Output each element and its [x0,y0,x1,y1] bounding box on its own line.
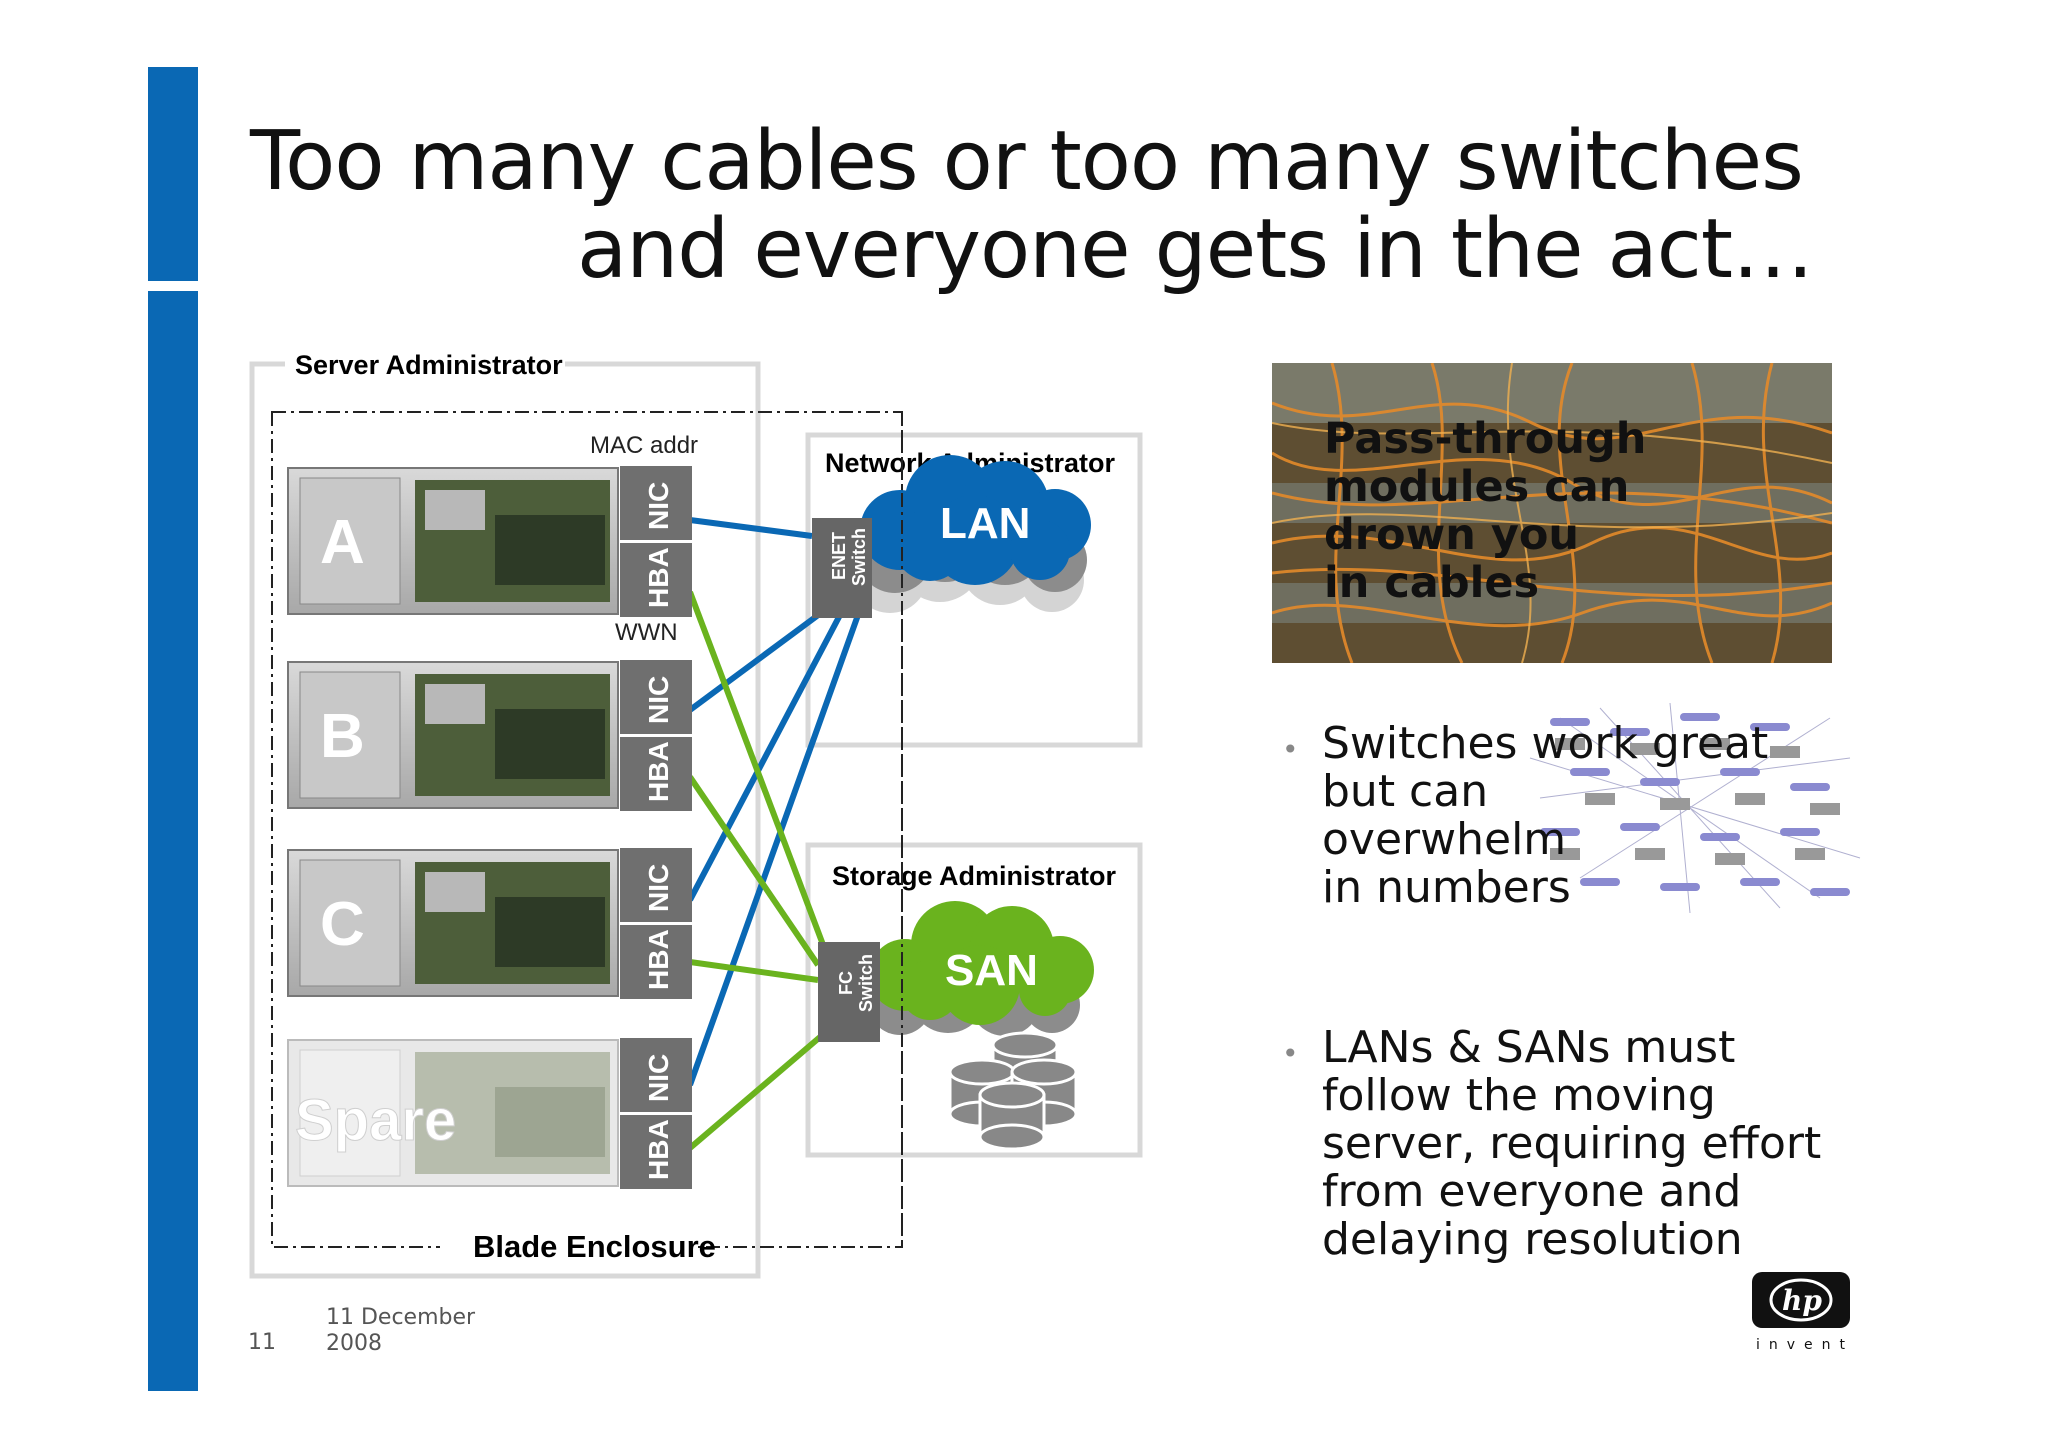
hba-label-b: HBA [643,741,674,802]
nic-label-c: NIC [643,864,674,912]
bullet-1-line-4: in numbers [1322,862,1571,913]
photo-caption-line-3: drown you [1324,510,1580,560]
bullet-2-line-3: server, requiring effort [1322,1118,1822,1169]
storage-admin-box [805,842,1143,1158]
page-number: 11 [248,1330,276,1355]
hp-logo: hp [1752,1272,1850,1328]
photo-caption-line-2: modules can [1324,462,1630,512]
hba-label-c: HBA [643,929,674,990]
hp-logo-mark: hp [1769,1278,1833,1322]
fc-switch-label-2: Switch [856,954,876,1012]
cable-photo: Pass-through modules can drown you in ca… [1272,363,1832,663]
server-blade-spare: Spare NIC HBA [287,1038,692,1189]
mac-addr-label: MAC addr [590,432,698,459]
accent-bar-top [148,67,198,281]
server-label-b: B [320,702,365,771]
hp-tagline: invent [1756,1337,1855,1353]
title-line-2: and everyone gets in the act… [577,202,1814,297]
accent-bar-bottom [148,291,198,1391]
nic-label-a: NIC [643,482,674,530]
blade-enclosure-label: Blade Enclosure [473,1229,716,1264]
bullet-1-line-3: overwhelm [1322,814,1567,865]
bullet-2-line-1: LANs & SANs must [1322,1022,1736,1073]
bullet-1-line-2: but can [1322,766,1489,817]
fc-switch: FC Switch [818,942,880,1042]
server-label-a: A [320,508,365,577]
san-cloud: SAN [868,901,1094,1036]
server-label-c: C [320,890,365,959]
lan-cloud: LAN [852,455,1091,613]
title-line-1: Too many cables or too many switches [250,114,1804,209]
photo-caption: Pass-through modules can drown you in ca… [1324,415,1646,607]
hp-logo-text: hp [1782,1284,1822,1317]
server-admin-label: Server Administrator [295,350,563,380]
nic-label-spare: NIC [643,1054,674,1102]
footer-date: 11 December 2008 [326,1305,475,1357]
server-blade-c: C NIC HBA [287,848,692,999]
san-label: SAN [945,946,1038,995]
server-blade-b: B NIC HBA [287,660,692,811]
server-label-spare: Spare [295,1088,456,1153]
fc-switch-label-1: FC [836,971,856,995]
server-blade-a: A NIC HBA [287,466,692,617]
photo-caption-line-4: in cables [1324,558,1540,608]
blade-network-diagram: Server Administrator Network Administrat… [249,346,1143,1279]
bullet-2-dot: • [1282,1037,1299,1070]
enet-switch-label-1: ENET [829,532,849,580]
bullet-1-line-1: Switches work great [1322,718,1769,769]
bullet-2-line-2: follow the moving [1322,1070,1716,1121]
network-admin-box [805,432,1143,748]
san-cables [687,590,842,1151]
lan-label: LAN [940,499,1030,548]
bullet-1-dot: • [1282,733,1299,766]
footer-date-line-1: 11 December [326,1305,476,1330]
enet-switch-label-2: Switch [849,528,869,586]
nic-label-b: NIC [643,676,674,724]
cable-photo-art [1272,363,1832,663]
bullet-2-line-4: from everyone and [1322,1166,1742,1217]
photo-caption-line-1: Pass-through [1324,414,1647,464]
footer-date-line-2: 2008 [326,1331,382,1356]
hba-label-spare: HBA [643,1119,674,1180]
hba-label-a: HBA [643,547,674,608]
switch-topology-graphic [1529,702,1861,914]
wwn-label: WWN [615,619,678,646]
enet-switch: ENET Switch [812,518,872,618]
storage-disks-icon [948,1031,1078,1151]
lan-cables [687,517,861,1087]
bullet-2-line-5: delaying resolution [1322,1214,1743,1265]
storage-admin-label: Storage Administrator [832,861,1117,891]
